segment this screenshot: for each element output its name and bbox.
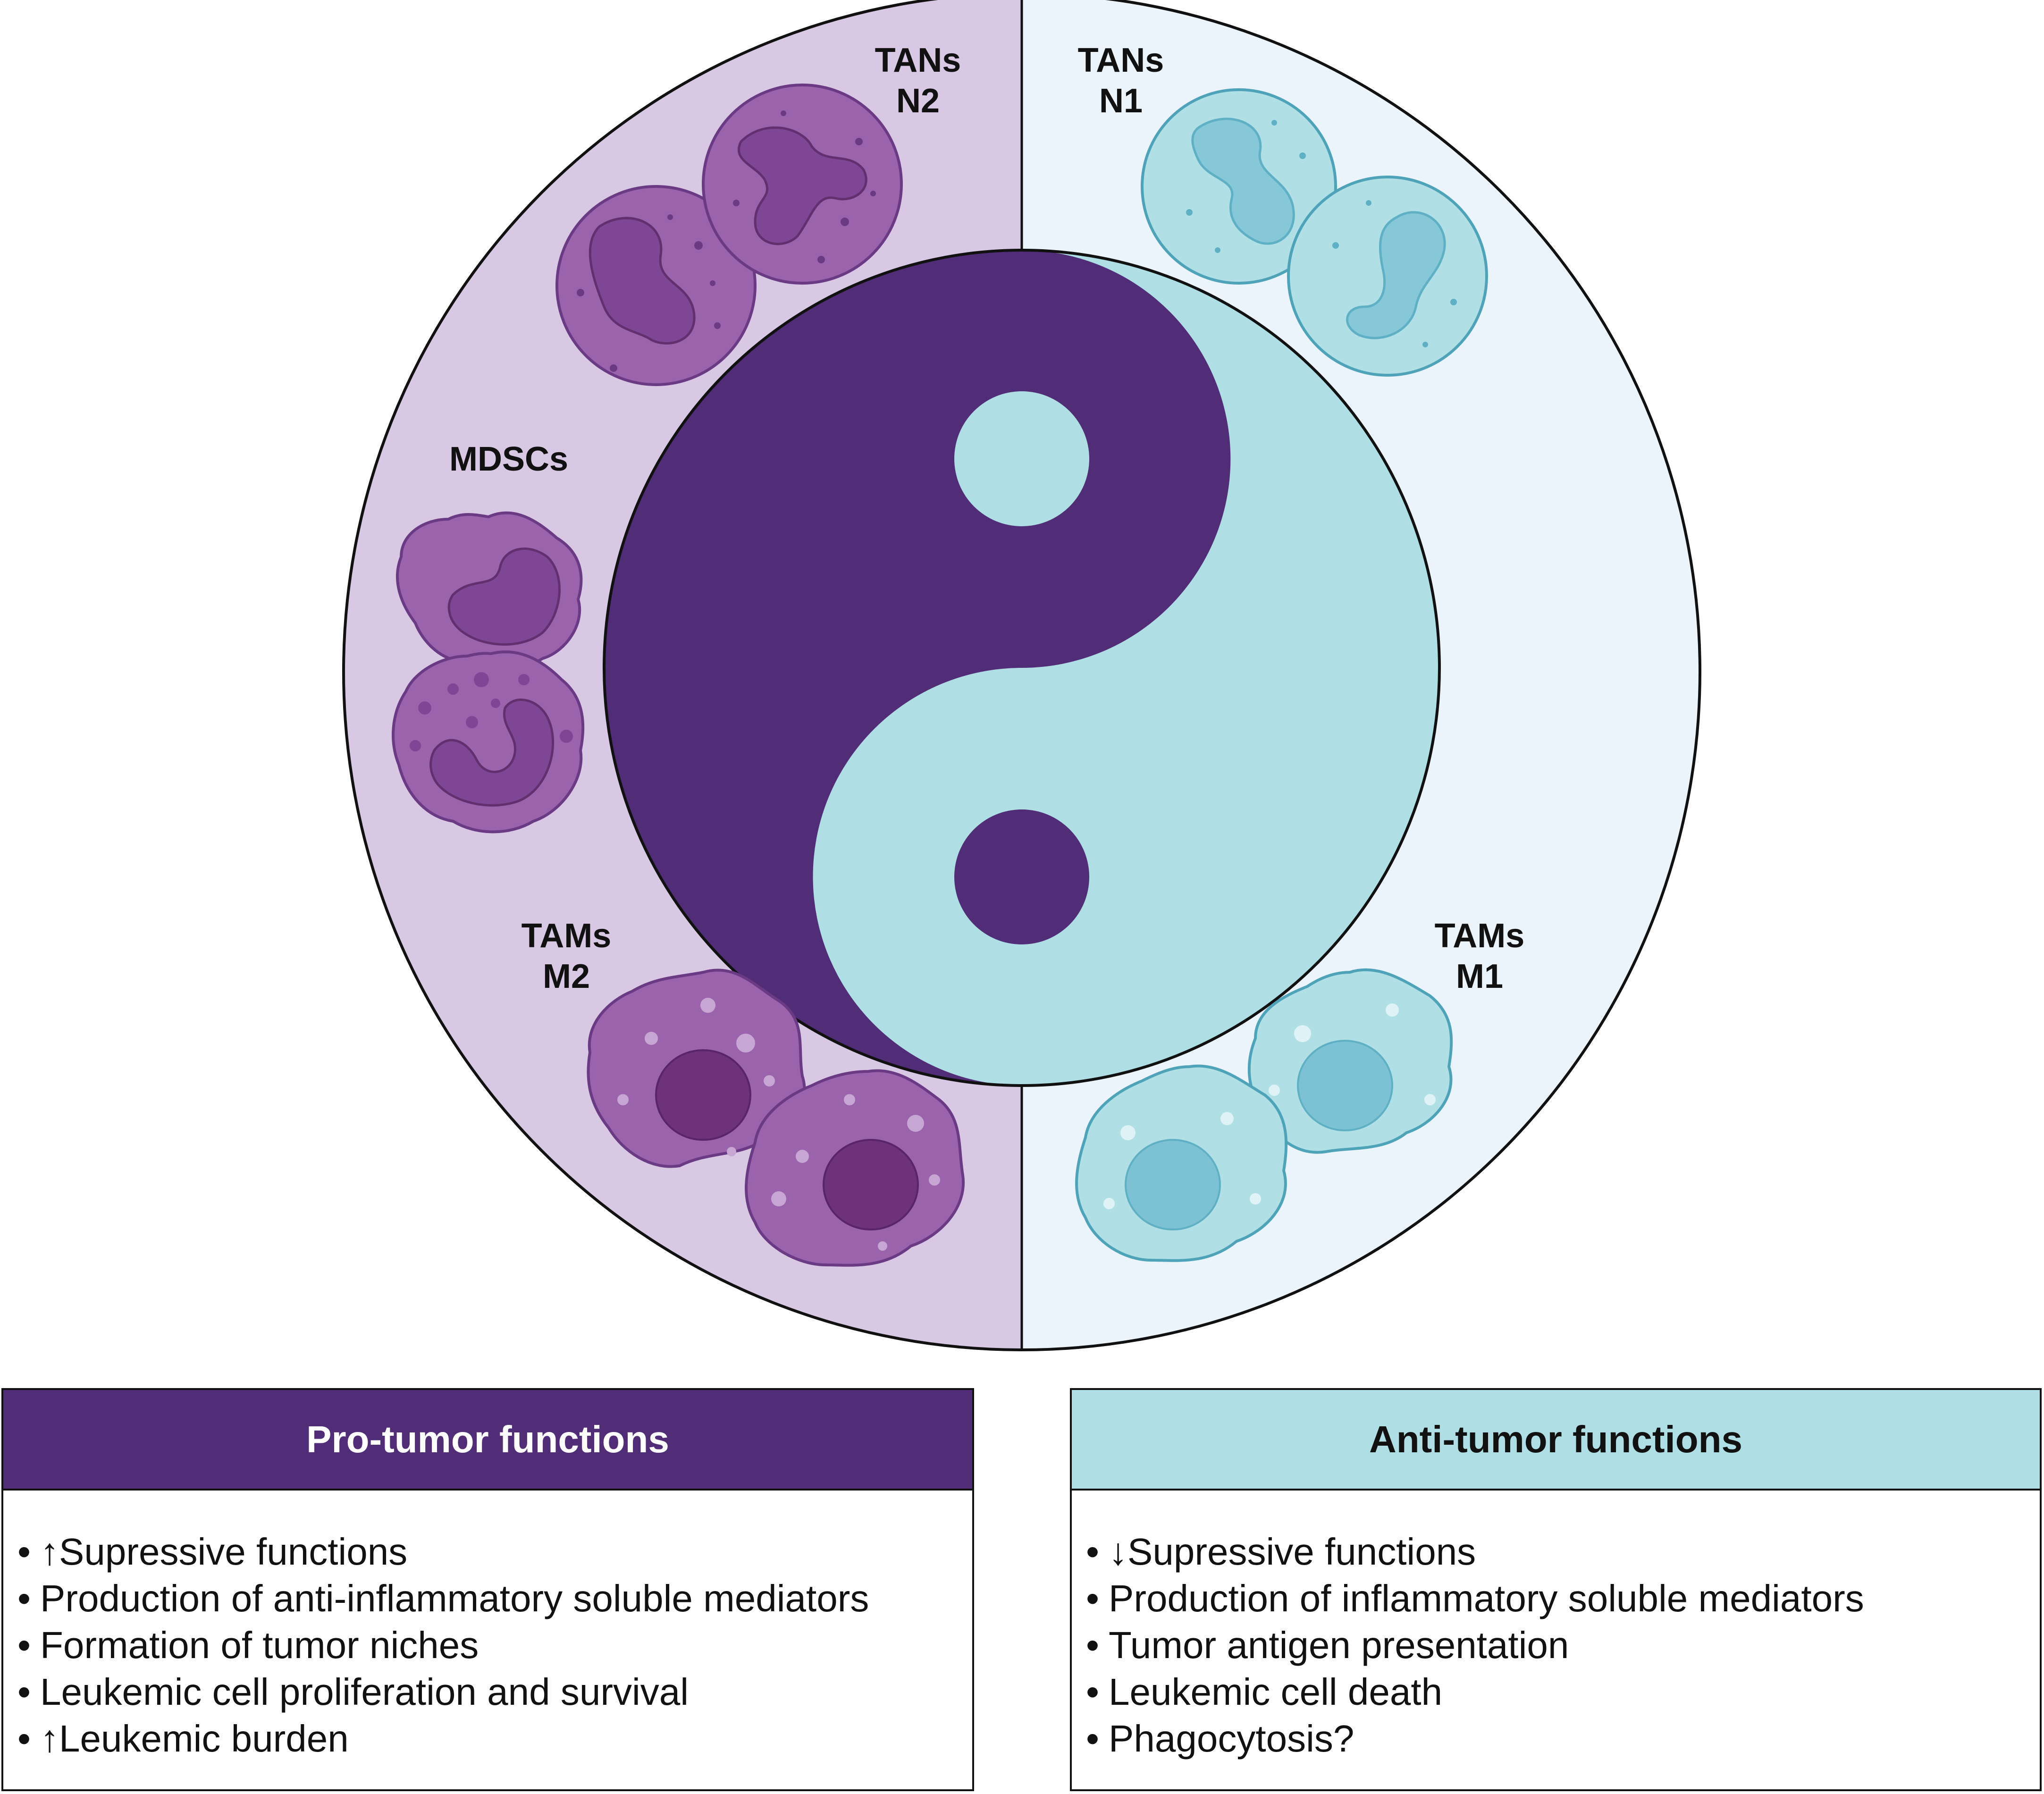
tams-m2-label-line1: TAMs <box>521 917 612 955</box>
outer-circle-border <box>342 0 1701 1351</box>
macrophage-m2-cell <box>587 969 806 1168</box>
neutrophil-n1-cell <box>1141 88 1337 285</box>
anti-tumor-title: Anti-tumor functions <box>1369 1418 1742 1460</box>
neutrophil-n2-cell <box>555 185 757 386</box>
list-item-text: Leukemic cell proliferation and survival <box>40 1671 689 1713</box>
bullet-icon: • <box>1086 1577 1100 1619</box>
list-item: •↑Supressive functions <box>17 1528 972 1575</box>
yin-yang-dark-dot <box>954 809 1089 944</box>
list-item-text: Leukemic burden <box>59 1718 349 1760</box>
list-item-text: Supressive functions <box>1127 1531 1476 1573</box>
list-item-text: Supressive functions <box>59 1531 408 1573</box>
bullet-icon: • <box>17 1671 31 1713</box>
bullet-icon: • <box>1086 1624 1100 1666</box>
anti-tumor-list: •↓Supressive functions •Production of in… <box>1072 1491 2040 1762</box>
tams-m2-cells <box>587 969 965 1267</box>
bullet-icon: • <box>17 1577 31 1619</box>
tams-m2-label-line2: M2 <box>542 958 590 995</box>
immune-yin-yang-diagram <box>342 0 1701 1351</box>
bullet-icon: • <box>1086 1671 1100 1713</box>
list-item-text: Phagocytosis? <box>1109 1718 1354 1760</box>
macrophage-m1-cell <box>1075 1064 1288 1262</box>
neutrophil-n1-cell <box>1287 176 1488 377</box>
list-item-text: Formation of tumor niches <box>40 1624 479 1666</box>
mdsc-cell <box>392 650 585 834</box>
pro-tumor-title: Pro-tumor functions <box>306 1418 669 1460</box>
yin-yang-symbol <box>603 249 1441 1087</box>
yin-yang-border <box>603 249 1441 1087</box>
macrophage-m1-cell <box>1247 968 1453 1154</box>
list-item-text: Tumor antigen presentation <box>1109 1624 1569 1666</box>
mdscs-label-text: MDSCs <box>449 440 569 478</box>
list-item: •↑Leukemic burden <box>17 1715 972 1762</box>
tams-m2-label: TAMs M2 <box>491 916 642 997</box>
bullet-icon: • <box>17 1531 31 1573</box>
anti-tumor-header: Anti-tumor functions <box>1072 1390 2040 1491</box>
tams-m1-label-line2: M1 <box>1455 958 1504 995</box>
tans-n2-label-line2: N2 <box>896 82 940 120</box>
list-item-text: Leukemic cell death <box>1109 1671 1443 1713</box>
list-item: •Production of inflammatory soluble medi… <box>1086 1575 2040 1622</box>
bullet-icon: • <box>1086 1718 1100 1760</box>
list-item: •Tumor antigen presentation <box>1086 1622 2040 1668</box>
list-item-text: Production of inflammatory soluble media… <box>1109 1577 1864 1619</box>
bullet-icon: • <box>1086 1531 1100 1573</box>
anti-tumor-panel: Anti-tumor functions •↓Supressive functi… <box>1070 1388 2042 1791</box>
up-arrow-icon: ↑ <box>40 1531 59 1573</box>
tams-m1-label-line1: TAMs <box>1434 917 1525 955</box>
list-item: •Formation of tumor niches <box>17 1622 972 1668</box>
neutrophil-n2-cell <box>702 84 903 285</box>
tans-n2-cells <box>555 84 903 386</box>
list-item: •Phagocytosis? <box>1086 1715 2040 1762</box>
mdscs-label: MDSCs <box>433 439 584 480</box>
tans-n1-label-line1: TANs <box>1077 42 1164 79</box>
tans-n1-label: TANs N1 <box>1045 40 1196 121</box>
bullet-icon: • <box>17 1718 31 1760</box>
tans-n1-cells <box>1141 88 1488 377</box>
yin-yang-light-dot <box>954 391 1089 526</box>
tans-n1-label-line2: N1 <box>1099 82 1143 120</box>
pro-tumor-panel: Pro-tumor functions •↑Supressive functio… <box>1 1388 974 1791</box>
tans-n2-label: TANs N2 <box>842 40 993 121</box>
list-item: •↓Supressive functions <box>1086 1528 2040 1575</box>
tams-m1-cells <box>1075 968 1453 1262</box>
bullet-icon: • <box>17 1624 31 1666</box>
pro-tumor-header: Pro-tumor functions <box>3 1390 972 1491</box>
list-item-text: Production of anti-inflammatory soluble … <box>40 1577 869 1619</box>
down-arrow-icon: ↓ <box>1109 1531 1128 1573</box>
tans-n2-label-line1: TANs <box>875 42 961 79</box>
tams-m1-label: TAMs M1 <box>1404 916 1555 997</box>
pro-tumor-list: •↑Supressive functions •Production of an… <box>3 1491 972 1762</box>
up-arrow-icon: ↑ <box>40 1718 59 1760</box>
list-item: •Leukemic cell proliferation and surviva… <box>17 1668 972 1715</box>
list-item: •Leukemic cell death <box>1086 1668 2040 1715</box>
mdsc-cells <box>392 511 585 834</box>
macrophage-m2-cell <box>745 1069 965 1267</box>
list-item: •Production of anti-inflammatory soluble… <box>17 1575 972 1622</box>
